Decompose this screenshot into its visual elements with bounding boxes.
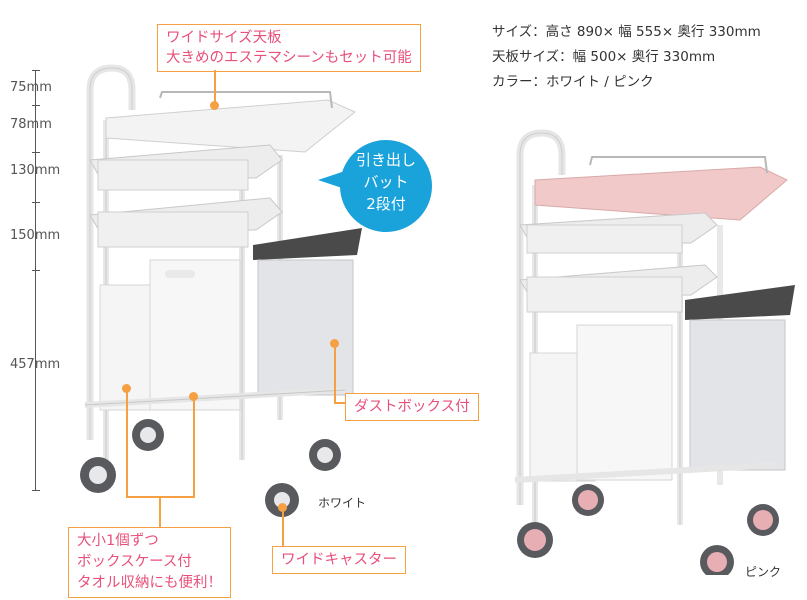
drawer-tray-bubble: 引き出し バット 2段付 (340, 140, 432, 232)
leader-line (282, 511, 284, 547)
callout-wide-top-line1: ワイドサイズ天板 (166, 30, 282, 46)
bubble-line1: 引き出し (355, 151, 416, 169)
spec-top-size: 天板サイズ：幅 500× 奥行 330mm (492, 49, 716, 65)
dim-457: 457mm (10, 357, 61, 372)
leader-line (126, 496, 195, 498)
callout-dust-box: ダストボックス付 (345, 393, 479, 421)
bubble-tail (318, 170, 348, 190)
white-cart-image (80, 64, 362, 517)
dim-130: 130mm (10, 163, 61, 178)
callout-wide-top: ワイドサイズ天板 大きめのエステマシーンもセット可能 (157, 24, 421, 72)
marker-dot (210, 101, 219, 110)
variant-label-white: ホワイト (318, 496, 367, 510)
callout-box-case-line2: ボックスケース付 (77, 554, 192, 570)
scale-tick (32, 70, 40, 71)
leader-line (334, 402, 346, 404)
scale-tick (32, 152, 40, 153)
bubble-line2: バット (363, 173, 409, 191)
callout-box-case: 大小1個ずつ ボックスケース付 タオル収納にも便利！ (68, 527, 231, 598)
marker-dot (330, 339, 339, 348)
marker-dot (278, 503, 287, 512)
callout-caster: ワイドキャスター (272, 546, 406, 574)
dim-75: 75mm (10, 80, 52, 95)
dim-78: 78mm (10, 117, 52, 132)
callout-box-case-line3: タオル収納にも便利！ (77, 575, 222, 591)
pink-cart-image (514, 129, 795, 575)
spec-size: サイズ：高さ 890× 幅 555× 奥行 330mm (492, 24, 761, 40)
scale-line (35, 70, 36, 490)
bubble-line3: 2段付 (366, 195, 406, 213)
leader-line (334, 343, 336, 403)
leader-line (214, 70, 216, 103)
marker-dot (122, 384, 131, 393)
scale-tick (32, 270, 40, 271)
leader-line (193, 400, 195, 497)
scale-tick (32, 202, 40, 203)
callout-box-case-line1: 大小1個ずつ (77, 533, 159, 549)
marker-dot (189, 392, 198, 401)
scale-tick (32, 490, 40, 491)
spec-color: カラー：ホワイト / ピンク (492, 74, 654, 90)
variant-label-pink: ピンク (745, 565, 782, 579)
callout-wide-top-line2: 大きめのエステマシーンもセット可能 (166, 50, 412, 66)
specs-block: サイズ：高さ 890× 幅 555× 奥行 330mm 天板サイズ：幅 500×… (492, 20, 761, 95)
dim-150: 150mm (10, 228, 61, 243)
leader-line (126, 392, 128, 497)
scale-tick (32, 105, 40, 106)
leader-line (159, 496, 161, 527)
